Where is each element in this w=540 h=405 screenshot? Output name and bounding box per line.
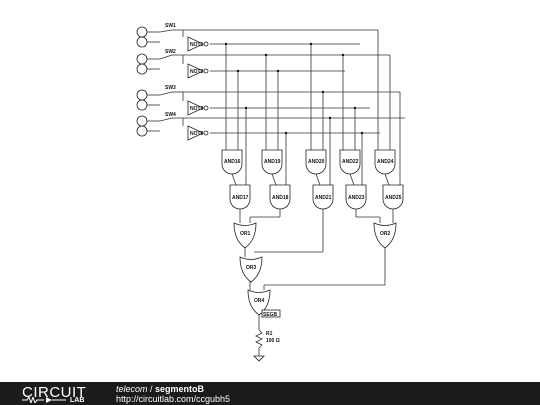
not-label-2: NOT2: [190, 69, 204, 75]
and-label-18: AND18: [272, 195, 289, 201]
resistor-value: 100 Ω: [266, 338, 280, 344]
resistor-label: R1: [266, 331, 273, 337]
not-label-4: NOT5: [190, 131, 204, 137]
and-gates-row-1: AND16 AND19 AND20 AND22 AND24: [221, 149, 396, 186]
or-label-2: OR2: [380, 231, 391, 237]
title-separator: /: [147, 384, 156, 394]
or-gates: OR1 OR2 OR3 OR4: [233, 222, 397, 316]
and-label-19: AND19: [264, 159, 281, 165]
or-label-4: OR4: [254, 298, 265, 304]
author-link[interactable]: telecom: [116, 384, 148, 394]
switch-label-1: SW1: [165, 23, 176, 29]
and-label-16: AND16: [224, 159, 241, 165]
not-gates: NOT1 NOT2 NOT3 NOT5: [187, 36, 209, 141]
and-label-24: AND24: [377, 159, 394, 165]
logo-lab-text: LAB: [70, 397, 85, 404]
circuit-schematic: SW1 SW2 SW3 SW4 NOT1 NOT2 NOT3 NOT5: [136, 23, 405, 362]
or-wiring: [239, 209, 394, 290]
and-gates-row-2: AND17 AND18 AND21 AND23 AND25: [229, 184, 404, 210]
logo-waveform-icon: [22, 397, 66, 403]
and-label-21: AND21: [315, 195, 332, 201]
or-label-3: OR3: [246, 265, 257, 271]
and-label-20: AND20: [308, 159, 325, 165]
circuit-name[interactable]: segmentoB: [155, 384, 205, 394]
probe-label: SEGB: [263, 312, 278, 318]
and-label-17: AND17: [232, 195, 249, 201]
circuit-url[interactable]: http://circuitlab.com/ccgubh5: [116, 394, 231, 404]
switch-source-2: [136, 53, 184, 75]
switch-source-4: [136, 115, 184, 137]
not-label-1: NOT1: [190, 42, 204, 48]
and-label-22: AND22: [342, 159, 359, 165]
switch-label-4: SW4: [165, 112, 176, 118]
not-label-3: NOT3: [190, 106, 204, 112]
and-label-25: AND25: [385, 195, 402, 201]
switch-source-3: [136, 89, 184, 111]
switch-sources: SW1 SW2 SW3 SW4: [136, 23, 184, 137]
and-label-23: AND23: [348, 195, 365, 201]
switch-label-3: SW3: [165, 85, 176, 91]
circuit-title: telecom / segmentoB: [116, 384, 204, 394]
footer-bar: CIRCUIT LAB telecom / segmentoB http://c…: [0, 382, 540, 405]
circuitlab-logo[interactable]: CIRCUIT: [22, 384, 87, 401]
switch-source-1: [136, 26, 184, 48]
or-label-1: OR1: [240, 231, 251, 237]
and-feeder-wires: [224, 30, 401, 195]
output-stage: SEGB R1 100 Ω: [253, 309, 281, 362]
input-rails: [183, 29, 405, 134]
switch-label-2: SW2: [165, 49, 176, 55]
